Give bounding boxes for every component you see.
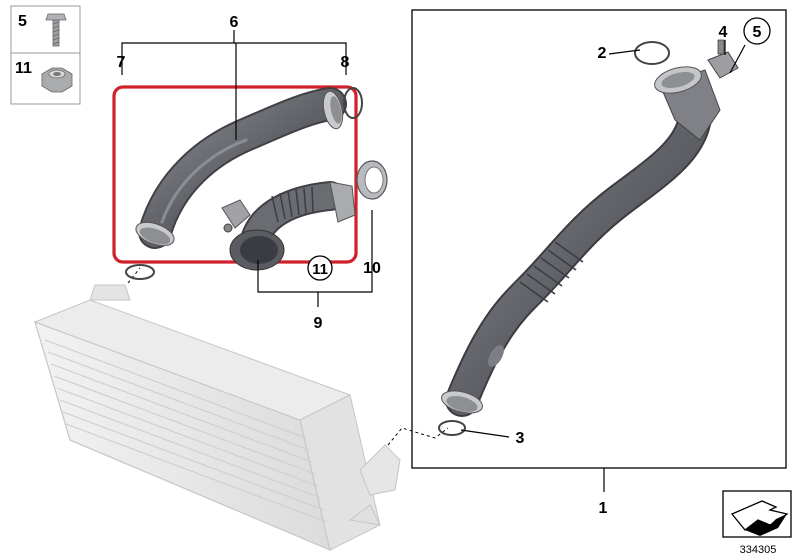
callout-circle-5 [743, 17, 771, 45]
callout-6: 6 [230, 14, 239, 31]
pipe-upper-connector [654, 66, 721, 141]
charge-air-pipe [441, 66, 721, 417]
parts-legend: 5 11 [10, 5, 81, 105]
callout-7: 7 [117, 54, 126, 71]
callout-3: 3 [516, 430, 525, 447]
legend-number-5: 5 [18, 13, 27, 30]
hose-clamp-lower [135, 221, 175, 247]
screw-icon [45, 13, 67, 47]
pressure-sensor-4 [707, 39, 739, 79]
callout-11: 11 [312, 261, 328, 278]
direction-arrow-icon [722, 490, 792, 538]
legend-number-11: 11 [15, 60, 32, 77]
hose-clamp-upper [322, 90, 344, 130]
diagram-number: 334305 [740, 544, 777, 556]
callout-4: 4 [719, 24, 728, 41]
charge-air-hose [135, 87, 347, 249]
callout-1: 1 [599, 500, 608, 517]
bracket-6 [121, 42, 347, 75]
callout-circle-11 [307, 255, 333, 281]
seal-ring-8 [343, 87, 363, 119]
seal-ring-2 [634, 41, 670, 65]
callout-2: 2 [598, 45, 607, 62]
callout-8: 8 [341, 54, 350, 71]
pipe-clamp-lower [441, 390, 483, 414]
seal-ring-7 [125, 264, 155, 280]
intercooler [33, 284, 401, 552]
clamp-ring-10 [356, 160, 388, 200]
corrugated-hose [221, 181, 356, 271]
seal-ring-3 [438, 420, 466, 436]
callout-5: 5 [753, 24, 762, 41]
callout-9: 9 [314, 315, 323, 332]
assembly-frame-1 [411, 9, 787, 469]
hex-nut-icon [41, 67, 73, 93]
callout-10: 10 [363, 260, 381, 277]
